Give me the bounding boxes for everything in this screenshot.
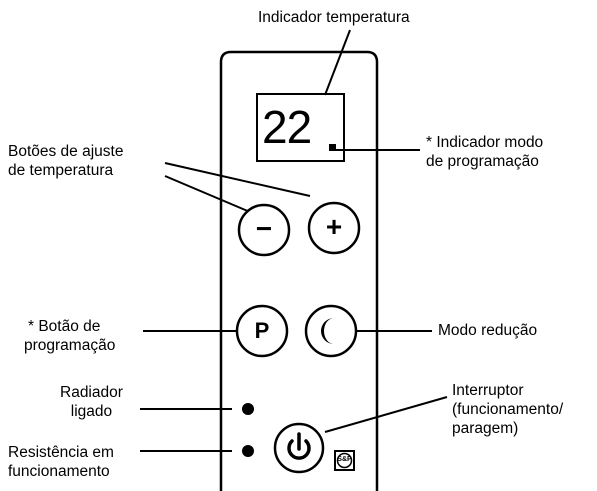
temperature-display [256,93,345,162]
resistencia-led [242,445,254,457]
leader-botoes-minus [164,175,251,213]
radiador-led [242,403,254,415]
power-icon [287,432,311,460]
sp-logo-icon: S&P [337,456,352,463]
minus-icon[interactable]: − [255,213,273,244]
leader-botoes-plus [164,162,311,197]
label-modo-reducao: Modo redução [438,322,538,339]
moon-button-ring [304,304,358,358]
label-botao-programacao: * Botão de programação [24,318,116,354]
leader-indicador-temperatura [324,29,351,96]
moon-icon [321,318,334,344]
device-panel [219,50,379,491]
program-mode-indicator-dot [329,144,336,151]
plus-icon[interactable]: + [325,211,343,242]
label-indicador-modo: * Indicador modo de programação [426,134,544,170]
label-interruptor: Interruptor (funcionamento/ paragem) [452,382,564,437]
label-botoes-ajuste: Botões de ajuste de temperatura [8,143,124,179]
label-resistencia: Resistência em funcionamento [8,444,114,480]
plus-button-ring [307,201,361,255]
display-value: 22 [262,101,312,153]
label-indicador-temperatura: Indicador temperatura [258,9,410,26]
leader-interruptor [324,396,448,433]
program-button-ring [235,304,289,358]
p-icon[interactable]: P [254,318,270,343]
label-radiador-ligado: Radiador ligado [60,384,123,420]
minus-button-ring [237,203,291,257]
